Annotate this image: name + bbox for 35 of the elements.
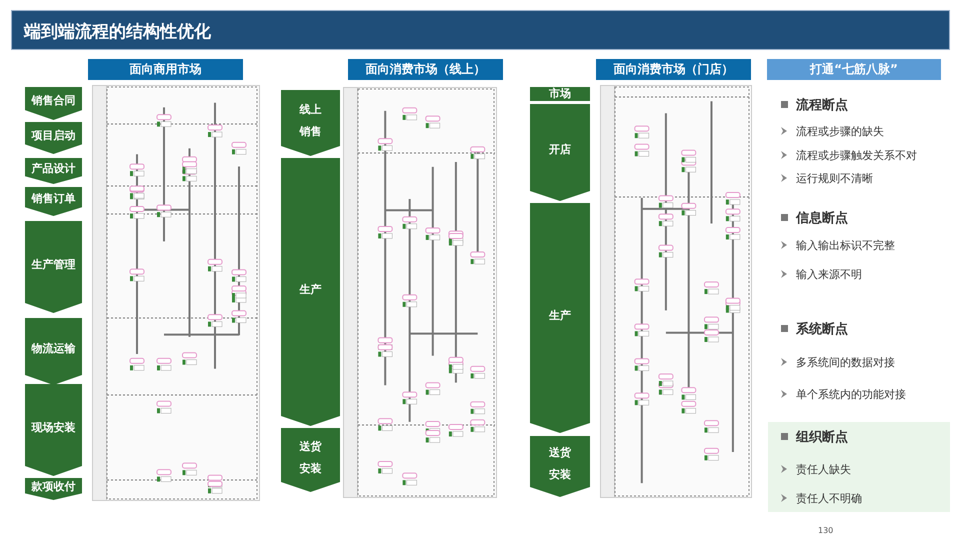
section-heading: 信息断点 <box>796 210 848 227</box>
process-step: 生产 <box>281 158 340 426</box>
process-step: 现场安装 <box>25 384 82 476</box>
process-step: 物流运输 <box>25 318 82 385</box>
bullet-text: 输入来源不明 <box>796 267 862 282</box>
bullet-text: 多系统间的数据对接 <box>796 355 895 370</box>
highlight-panel <box>768 422 950 512</box>
process-step: 送货安装 <box>530 436 590 497</box>
process-step: 款项收付 <box>25 478 82 500</box>
section-heading: 流程断点 <box>796 96 848 114</box>
process-step: 送货安装 <box>281 428 340 492</box>
column-header: 面向消费市场（线上） <box>348 59 503 80</box>
bullet-text: 责任人缺失 <box>796 462 851 477</box>
column-header: 面向消费市场（门店） <box>596 59 751 80</box>
section-heading: 系统断点 <box>796 320 848 338</box>
process-step: 项目启动 <box>25 122 82 154</box>
bullet-text: 流程或步骤的缺失 <box>796 124 884 139</box>
process-step: 销售合同 <box>25 87 82 120</box>
process-step: 生产 <box>530 203 590 433</box>
section-heading: 组织断点 <box>796 429 848 446</box>
bullet-text: 运行规则不清晰 <box>796 171 873 186</box>
process-step: 产品设计 <box>25 158 82 184</box>
process-step: 市场 <box>530 87 590 101</box>
column-header: 面向商用市场 <box>88 59 243 80</box>
page-number: 130 <box>818 526 834 535</box>
process-step: 销售订单 <box>25 187 82 216</box>
process-step: 开店 <box>530 104 590 201</box>
process-step: 生产管理 <box>25 221 82 313</box>
bullet-text: 流程或步骤触发关系不对 <box>796 148 917 163</box>
column-header: 打通“七筋八脉” <box>767 59 941 80</box>
bullet-text: 责任人不明确 <box>796 491 862 506</box>
bullet-text: 输入输出标识不完整 <box>796 238 895 253</box>
bullet-text: 单个系统内的功能对接 <box>796 387 906 402</box>
process-step: 线上销售 <box>281 90 340 156</box>
title: 端到端流程的结构性优化 <box>24 21 211 43</box>
